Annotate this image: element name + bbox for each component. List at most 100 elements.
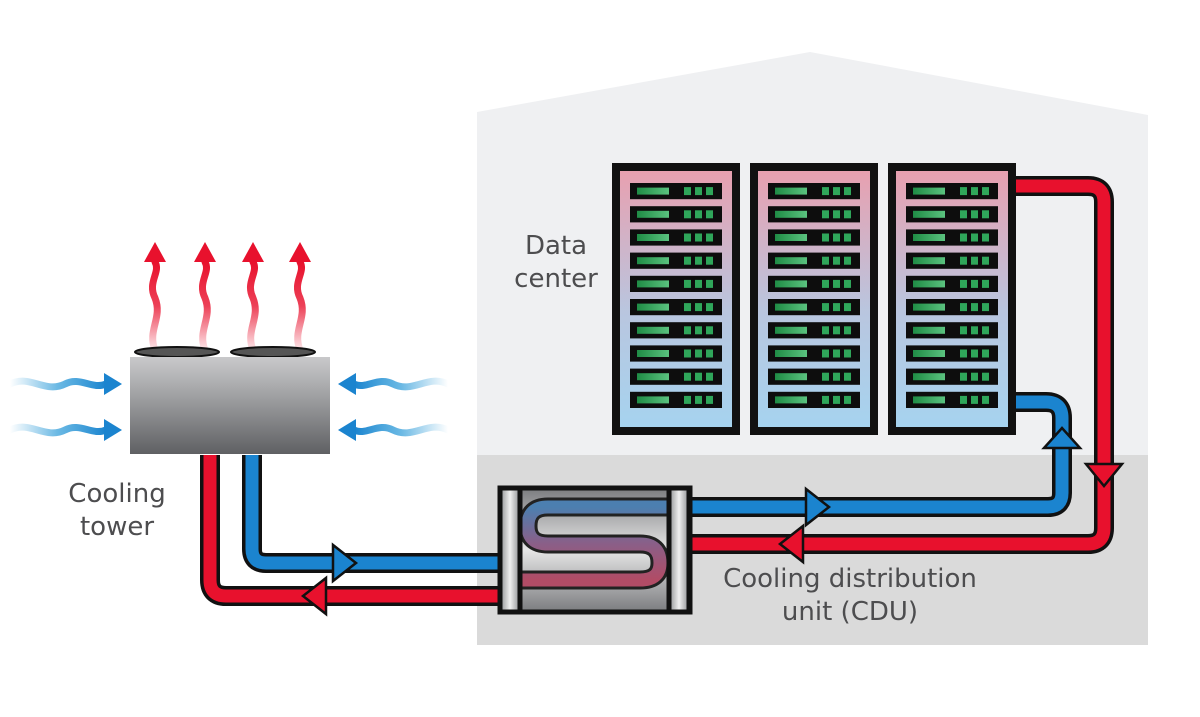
server-drive-bar [913,187,945,195]
server-led [982,210,989,219]
server-led [971,279,978,288]
server-unit [906,345,998,362]
server-unit [768,275,860,292]
server-drive-bar [913,350,945,357]
server-led [695,303,702,312]
server-led [844,233,851,242]
server-drive-bar [775,373,807,381]
server-led [971,372,978,381]
air-wave-right [350,423,452,437]
server-unit [630,206,722,223]
server-body [630,252,722,269]
server-led [844,395,851,404]
cdu-label-line1: Cooling distribution [723,564,977,594]
server-led [960,233,967,242]
hot-flow-arrow-left-2 [300,575,328,617]
server-drive-bar [637,303,669,311]
server-drive-bar [637,257,669,265]
server-led [822,233,829,242]
server-led [971,233,978,242]
server-led [706,279,713,288]
server-body [906,183,998,200]
server-led [833,233,840,242]
cooling-tower-label-line1: Cooling [68,479,166,509]
hot-pipe-cdu-to-tower [200,455,505,617]
server-unit [906,299,998,316]
server-led [822,395,829,404]
heat-arrow-head [194,242,216,262]
server-led [960,187,967,196]
cooling-tower-label-line2: tower [79,512,155,542]
air-wave-left [6,377,110,391]
server-unit [630,299,722,316]
server-led [684,395,691,404]
server-drive-bar [775,257,807,265]
server-led [971,303,978,312]
server-unit [906,183,998,200]
air-wave-right [350,377,452,391]
server-body [630,345,722,362]
server-unit [768,183,860,200]
server-unit [630,252,722,269]
server-drive-bar [913,257,945,265]
server-body [768,275,860,292]
server-led [844,303,851,312]
server-led [982,187,989,196]
air-arrow-head-left [104,419,122,441]
server-body [906,206,998,223]
server-led [822,187,829,196]
air-intake-arrows [6,373,452,441]
server-drive-bar [775,350,807,357]
server-led [695,326,702,335]
fan-right [230,346,316,358]
air-arrow-head-right [338,373,356,395]
server-led [822,372,829,381]
server-led [706,303,713,312]
server-rack [888,163,1016,435]
server-drive-bar [637,280,669,288]
server-led [684,187,691,196]
server-drive-bar [913,280,945,288]
server-led [706,326,713,335]
server-led [822,210,829,219]
server-led [822,326,829,335]
server-led [971,256,978,265]
data-center-label: Data center [496,230,616,296]
tower-body [130,357,330,454]
data-center-label-line1: Data [524,231,588,261]
hot-pipe-racks-to-cdu [690,176,1125,565]
server-led [706,395,713,404]
server-led [960,303,967,312]
server-led [844,279,851,288]
server-body [630,368,722,385]
server-unit [768,322,860,339]
heat-exhaust-arrows [144,242,311,354]
server-body [906,229,998,246]
server-led [695,210,702,219]
server-led [833,326,840,335]
server-drive-bar [775,234,807,241]
server-led [960,210,967,219]
heat-arrow-head [242,242,264,262]
server-led [971,326,978,335]
server-led [960,349,967,358]
server-body [768,391,860,408]
server-led [960,395,967,404]
server-led [695,395,702,404]
server-led [982,326,989,335]
server-led [684,372,691,381]
server-led [833,256,840,265]
server-led [706,349,713,358]
heat-wave [246,258,259,354]
server-unit [768,368,860,385]
server-led [971,349,978,358]
server-led [971,210,978,219]
server-drive-bar [775,187,807,195]
server-drive-bar [913,234,945,241]
fan-left [134,346,220,358]
server-led [960,256,967,265]
server-unit [630,322,722,339]
server-led [822,279,829,288]
server-body [768,299,860,316]
